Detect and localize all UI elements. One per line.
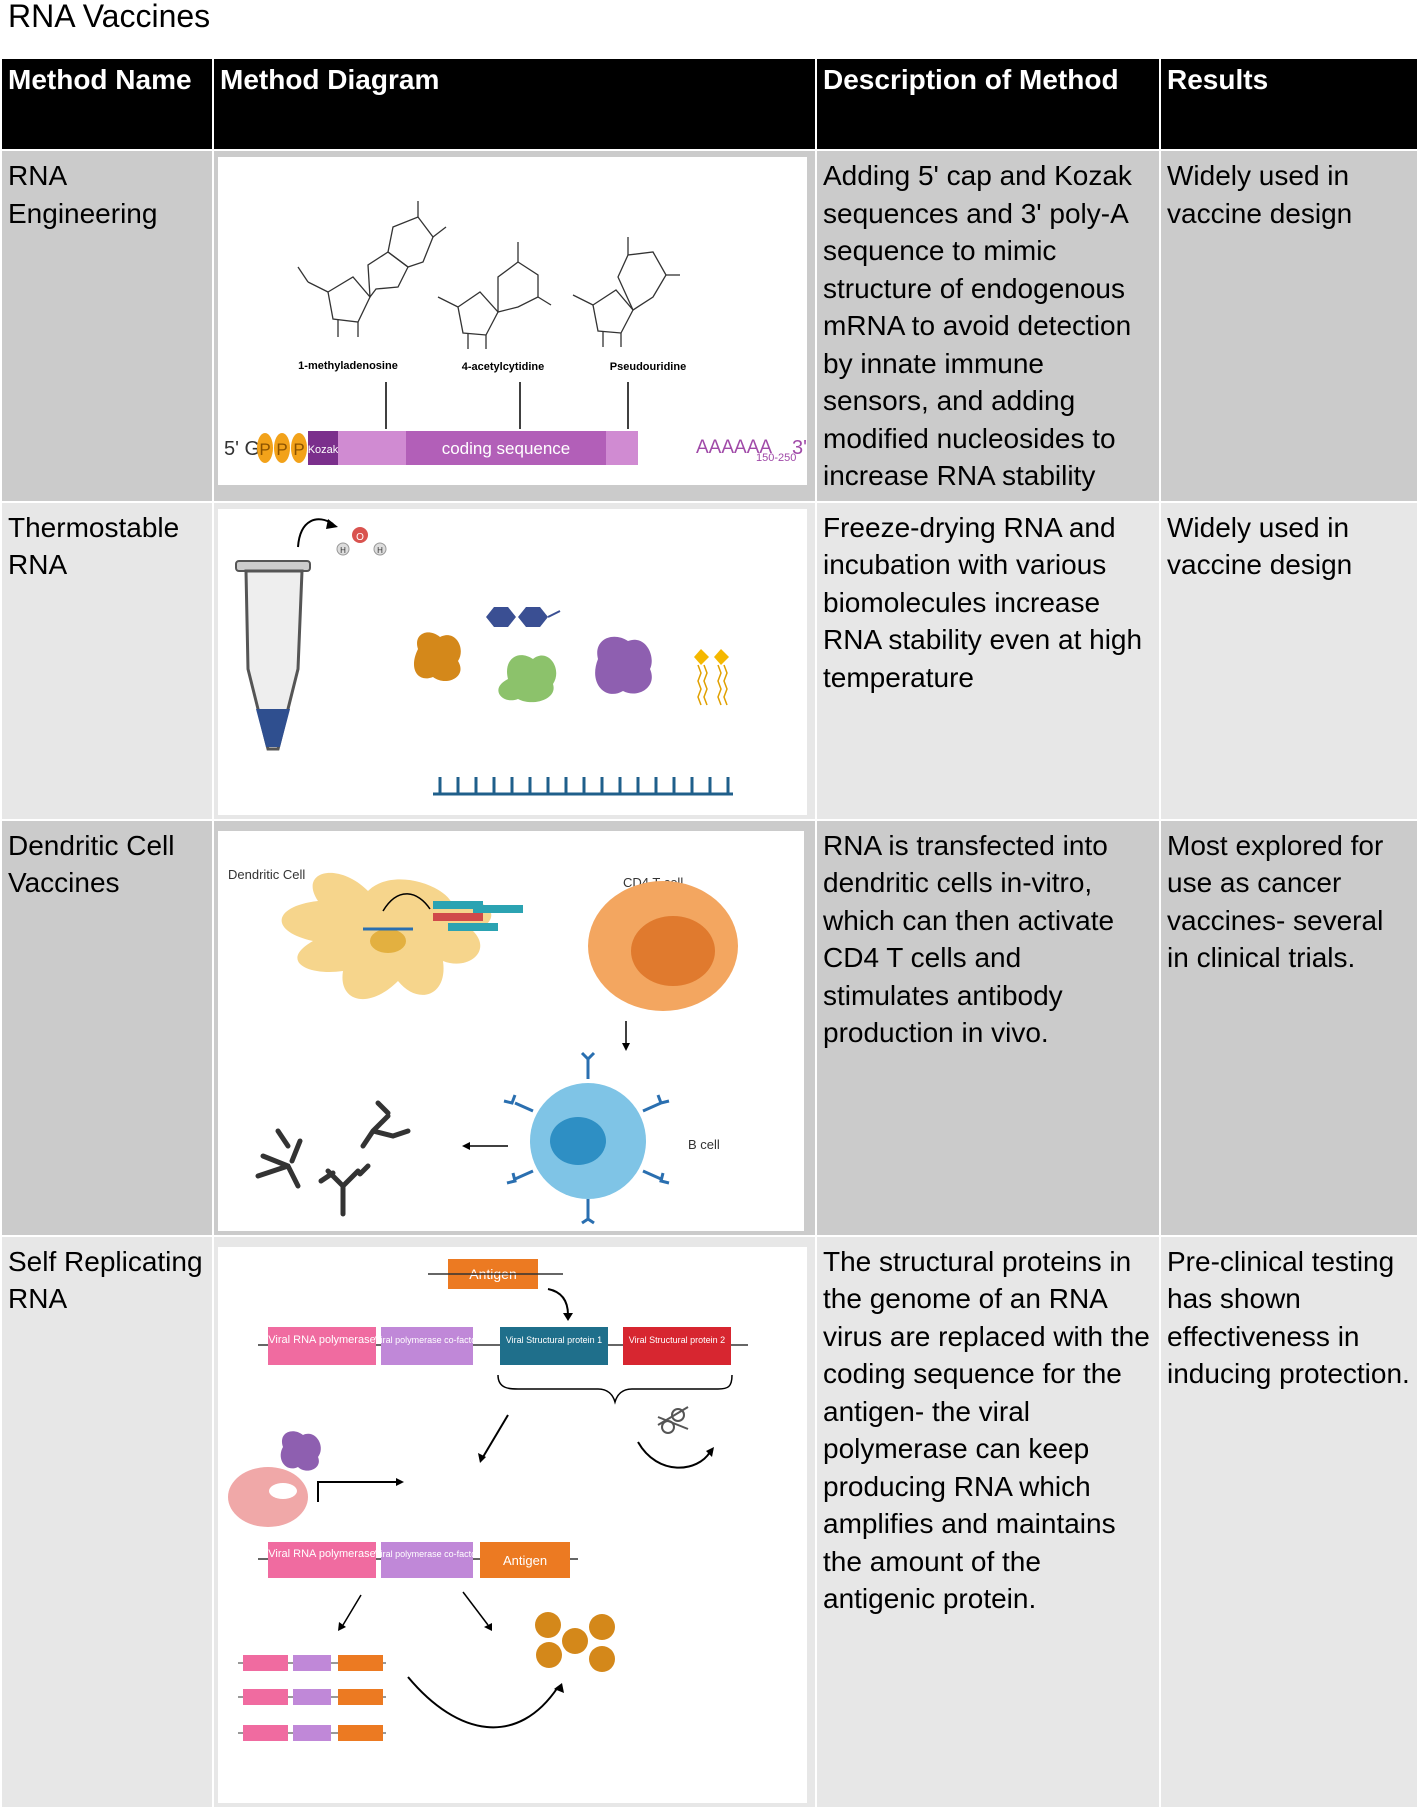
- biomolecule-icon: [413, 631, 461, 681]
- thermostable-diagram: O H H: [218, 508, 807, 815]
- nucleoside-structure-icon: [572, 237, 680, 347]
- svg-text:P: P: [293, 440, 304, 459]
- nucleoside-label: Pseudouridine: [610, 361, 686, 373]
- polya-label: AAAAAA: [696, 437, 772, 458]
- kozak-segment: [308, 431, 338, 465]
- method-diagram-cell: O H H: [212, 500, 817, 821]
- method-name-cell: Self Replicating RNA: [0, 1234, 214, 1809]
- method-name-cell: Dendritic Cell Vaccines: [0, 818, 214, 1237]
- nucleoside-label: 1-methyladenosine: [298, 360, 398, 372]
- table-row: RNA Engineering: [0, 149, 1417, 503]
- methods-table: Method Name Method Diagram Description o…: [0, 57, 1417, 1809]
- svg-text:O: O: [356, 532, 364, 543]
- description-cell: RNA is transfected into dendritic cells …: [815, 818, 1161, 1237]
- ribosome-icon: [228, 1430, 321, 1527]
- svg-text:H: H: [377, 546, 383, 555]
- header-description: Description of Method: [815, 57, 1161, 151]
- svg-text:H: H: [340, 546, 346, 555]
- dendritic-cell-diagram: Dendritic Cell CD4 T cell: [218, 830, 804, 1231]
- coding-segment: [406, 431, 606, 465]
- tube-icon: [235, 559, 311, 750]
- five-prime-label: 5' G: [224, 438, 260, 460]
- three-prime-label: 3': [792, 437, 807, 459]
- replicated-rna-copies: [238, 1654, 386, 1741]
- svg-text:P: P: [276, 440, 287, 459]
- dendritic-cell-label: Dendritic Cell: [228, 867, 305, 882]
- header-method-diagram: Method Diagram: [212, 57, 817, 151]
- nucleoside-structure-icon: [297, 201, 447, 337]
- gene-label: Viral Structural protein 2: [629, 1335, 725, 1345]
- coding-label: coding sequence: [442, 439, 571, 458]
- antibody-icon: [255, 1100, 411, 1216]
- gene-label: Viral RNA polymerase: [268, 1548, 375, 1560]
- method-diagram-cell: Dendritic Cell CD4 T cell: [212, 818, 817, 1237]
- gene-label: Viral polymerase co-factor: [375, 1335, 479, 1345]
- method-name-cell: RNA Engineering: [0, 149, 214, 503]
- b-cell-icon: [503, 1051, 670, 1224]
- method-name-cell: Thermostable RNA: [0, 500, 214, 821]
- water-molecule-icon: O H H: [336, 526, 387, 555]
- b-cell-label: B cell: [688, 1137, 720, 1152]
- results-cell: Widely used in vaccine design: [1159, 149, 1417, 503]
- results-cell: Pre-clinical testing has shown effective…: [1159, 1234, 1417, 1809]
- kozak-label: Kozak: [308, 444, 339, 456]
- header-method-name: Method Name: [0, 57, 214, 151]
- antigen-protein-icon: [535, 1611, 615, 1672]
- description-cell: The structural proteins in the genome of…: [815, 1234, 1161, 1809]
- antigen-label: Antigen: [503, 1553, 547, 1568]
- gene-label: Viral Structural protein 1: [506, 1335, 602, 1345]
- gene-label: Viral RNA polymerase: [268, 1334, 375, 1346]
- svg-text:P: P: [259, 440, 270, 459]
- results-cell: Most explored for use as cancer vaccines…: [1159, 818, 1417, 1237]
- description-cell: Freeze-drying RNA and incubation with va…: [815, 500, 1161, 821]
- biomolecule-icon: [595, 636, 652, 694]
- method-diagram-cell: 1-methyladenosine 4-acetylcytidine Pseud…: [212, 149, 817, 503]
- gene-label: Viral polymerase co-factor: [375, 1549, 479, 1559]
- table-row: Thermostable RNA O: [0, 500, 1417, 821]
- dendritic-cell-icon: [281, 872, 492, 999]
- table-row: Self Replicating RNA Antigen Viral RNA p…: [0, 1234, 1417, 1809]
- nucleoside-label: 4-acetylcytidine: [462, 361, 545, 373]
- self-replicating-diagram: Antigen Viral RNA polymerase Viral polym…: [218, 1246, 807, 1803]
- results-cell: Widely used in vaccine design: [1159, 500, 1417, 821]
- rna-strand-icon: [433, 776, 733, 795]
- header-results: Results: [1159, 57, 1417, 151]
- cd4-t-cell-icon: [588, 880, 738, 1011]
- table-row: Dendritic Cell Vaccines Dendritic Cell C…: [0, 818, 1417, 1237]
- receptor-icon: [433, 900, 523, 931]
- cap-phosphate-icon: P P P: [257, 433, 307, 463]
- header-row: Method Name Method Diagram Description o…: [0, 57, 1417, 151]
- brace: [497, 1374, 733, 1405]
- scissors-icon: [657, 1405, 689, 1434]
- sugar-molecule-icon: [486, 606, 561, 627]
- description-cell: Adding 5' cap and Kozak sequences and 3'…: [815, 149, 1161, 503]
- biomolecule-icon: [498, 654, 557, 702]
- polya-subscript: 150-250: [756, 452, 796, 464]
- lipid-icon: [694, 648, 729, 705]
- nucleoside-structure-icon: [437, 242, 552, 349]
- method-diagram-cell: Antigen Viral RNA polymerase Viral polym…: [212, 1234, 817, 1809]
- page-title: RNA Vaccines: [8, 0, 211, 34]
- rna-engineering-diagram: 1-methyladenosine 4-acetylcytidine Pseud…: [218, 157, 807, 485]
